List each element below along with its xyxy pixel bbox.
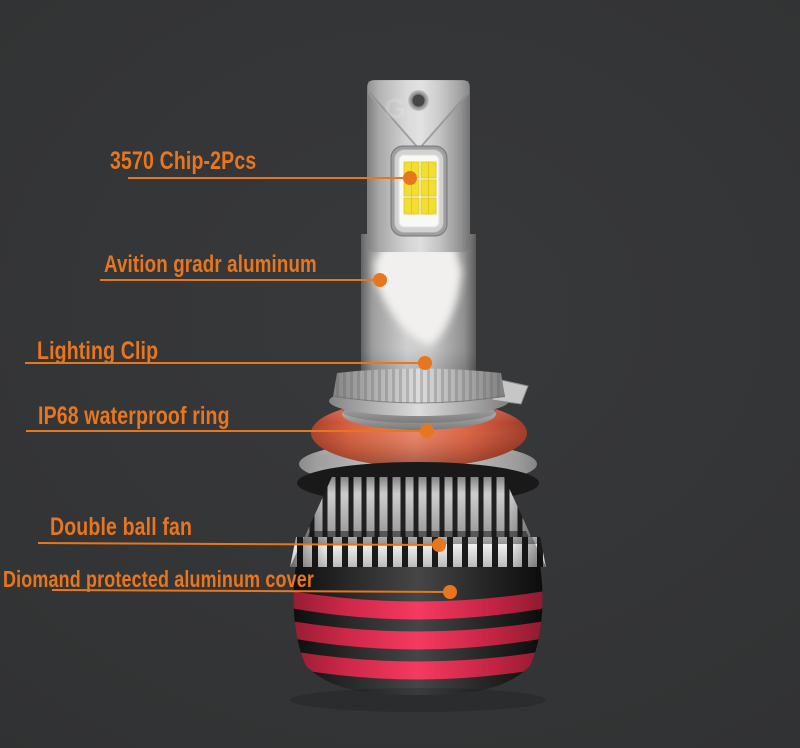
callout-label-aluminum: Avition gradr aluminum: [104, 251, 317, 278]
callout-line-cover: [51, 589, 451, 593]
callout-lines: [25, 177, 451, 593]
lighting-clip: [329, 368, 529, 416]
callout-label-chip: 3570 Chip-2Pcs: [110, 147, 257, 175]
callout-dots: [373, 171, 457, 599]
callout-dot-chip: [403, 171, 417, 185]
brand-watermark: G: [384, 93, 406, 124]
ground-shadow: [290, 688, 546, 712]
callout-label-clip: Lighting Clip: [37, 337, 159, 365]
callout-label-ring: IP68 waterproof ring: [38, 402, 230, 430]
callout-dot-aluminum: [373, 273, 387, 287]
bulb: G: [290, 80, 546, 712]
callout-dot-ring: [420, 424, 434, 438]
callout-label-cover: Diomand protected aluminum cover: [3, 566, 315, 592]
heat-sink-fins: [290, 477, 546, 567]
cover-stripes: [293, 590, 543, 680]
led-chip-module: [390, 145, 448, 237]
callout-dot-fan: [432, 538, 446, 552]
callout-dot-cover: [443, 585, 457, 599]
callout-dot-clip: [418, 356, 432, 370]
bulb-body-tube: [361, 234, 476, 388]
aluminum-cover: [293, 547, 543, 695]
mounting-hole-center: [412, 94, 425, 107]
callout-line-fan: [37, 542, 440, 546]
body-highlight: [374, 246, 462, 345]
callout-label-fan: Double ball fan: [50, 513, 193, 541]
